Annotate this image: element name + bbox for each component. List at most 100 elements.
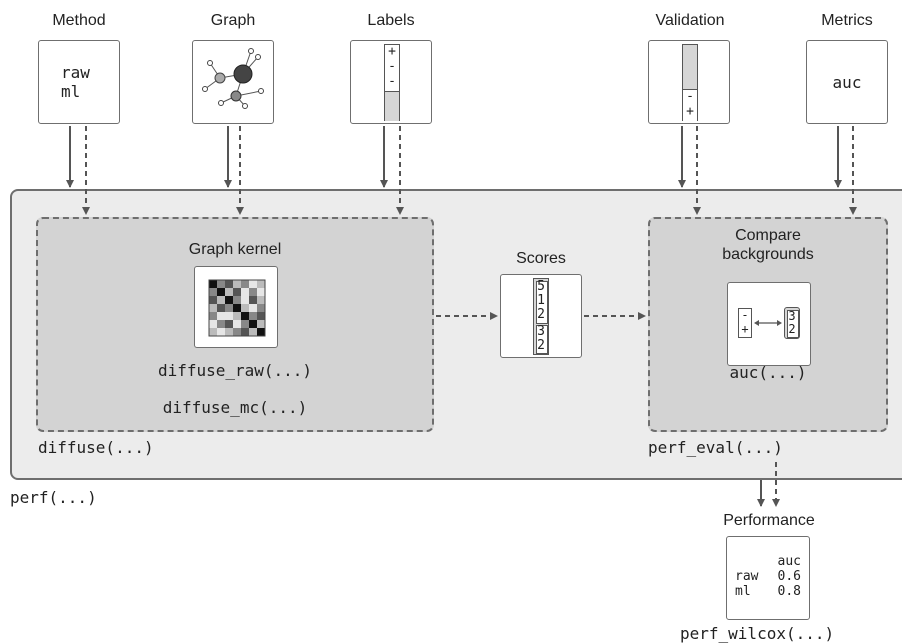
kernel-cell: [249, 296, 257, 304]
kernel-cell: [225, 328, 233, 336]
kernel-cell: [217, 312, 225, 320]
method-raw: raw: [61, 63, 90, 82]
kernel-cell: [217, 304, 225, 312]
label-value-1: +: [388, 44, 396, 59]
kernel-cell: [217, 296, 225, 304]
kernel-cell: [257, 328, 265, 336]
kernel-cell: [225, 320, 233, 328]
kernel-cell: [249, 328, 257, 336]
performance-header: auc: [777, 554, 801, 569]
kernel-cell: [233, 312, 241, 320]
kernel-cell: [257, 312, 265, 320]
compare-label-1: -: [741, 308, 749, 322]
labels-box: + - -: [350, 40, 432, 124]
kernel-cell: [257, 320, 265, 328]
diffuse-mc-func: diffuse_mc(...): [162, 398, 308, 417]
kernel-cell: [225, 288, 233, 296]
kernel-cell: [209, 304, 217, 312]
graph-network-icon: [202, 48, 264, 109]
score-value-4: 3: [537, 324, 545, 339]
labels-vector: + - -: [384, 44, 400, 121]
method-ml: ml: [61, 82, 81, 101]
kernel-cell: [249, 288, 257, 296]
method-box: raw ml: [38, 40, 120, 124]
score-value-5: 2: [537, 338, 545, 353]
validation-title: Validation: [655, 12, 725, 29]
perf-eval-panel: Compare backgrounds - + 3 2 auc(...): [648, 217, 888, 432]
score-value-3: 2: [537, 307, 545, 322]
diffuse-panel: Graph kernel diffuse_raw(...) diffuse_mc…: [36, 217, 434, 432]
kernel-cell: [249, 304, 257, 312]
validation-value-2: +: [686, 104, 694, 119]
graph-box: [192, 40, 274, 124]
kernel-cell: [209, 280, 217, 288]
compare-title-line1: Compare: [735, 227, 801, 244]
compare-label-2: +: [741, 322, 749, 336]
kernel-cell: [209, 320, 217, 328]
kernel-cell: [249, 312, 257, 320]
compare-title-line2: backgrounds: [722, 246, 814, 263]
kernel-cell: [217, 288, 225, 296]
compare-score-1: 3: [788, 309, 796, 323]
kernel-cell: [233, 320, 241, 328]
compare-scores-vector: 3 2: [784, 307, 800, 339]
diffuse-raw-func: diffuse_raw(...): [157, 361, 313, 380]
score-value-1: 5: [537, 279, 545, 294]
perf-label: perf(...): [10, 488, 97, 507]
kernel-box: [194, 266, 278, 348]
scores-title: Scores: [516, 250, 566, 267]
performance-row-2-method: ml: [735, 584, 751, 599]
perf-wilcox-func: perf_wilcox(...): [680, 624, 835, 643]
kernel-cell: [257, 296, 265, 304]
validation-box: - +: [648, 40, 730, 124]
kernel-cell: [257, 304, 265, 312]
label-value-2: -: [388, 59, 396, 74]
kernel-border: [208, 279, 266, 337]
metrics-box: auc: [806, 40, 888, 124]
method-title: Method: [52, 12, 106, 29]
compare-score-2: 2: [788, 322, 796, 336]
kernel-cell: [241, 280, 249, 288]
kernel-cell: [233, 328, 241, 336]
kernel-cell: [217, 320, 225, 328]
kernel-cell: [233, 280, 241, 288]
kernel-cell: [241, 328, 249, 336]
kernel-cell: [233, 288, 241, 296]
score-value-2: 1: [537, 293, 545, 308]
kernel-cell: [233, 296, 241, 304]
label-value-3: -: [388, 74, 396, 89]
kernel-cell: [233, 304, 241, 312]
graph-title: Graph: [210, 12, 256, 29]
validation-vector: - +: [682, 44, 698, 121]
labels-title: Labels: [367, 12, 415, 29]
kernel-cell: [241, 312, 249, 320]
performance-row-1-value: 0.6: [777, 569, 801, 584]
kernel-cell: [241, 288, 249, 296]
kernel-matrix-icon: [208, 279, 266, 337]
kernel-cell: [241, 296, 249, 304]
validation-value-1: -: [686, 89, 694, 104]
diffuse-label: diffuse(...): [38, 438, 154, 457]
kernel-cell: [217, 328, 225, 336]
auc-func: auc(...): [729, 363, 807, 382]
metrics-title: Metrics: [821, 12, 873, 29]
kernel-cell: [217, 280, 225, 288]
kernel-cell: [257, 280, 265, 288]
scores-box: 5 1 2 3 2: [500, 274, 582, 358]
kernel-cell: [249, 320, 257, 328]
kernel-cell: [257, 288, 265, 296]
compare-labels-vector: - +: [738, 308, 752, 338]
performance-box: auc raw 0.6 ml 0.8: [726, 536, 810, 620]
kernel-cell: [225, 296, 233, 304]
perf-eval-label: perf_eval(...): [648, 438, 783, 457]
kernel-cell: [225, 312, 233, 320]
double-arrow-icon: [754, 320, 782, 326]
scores-vector: 5 1 2 3 2: [533, 278, 549, 355]
kernel-cell: [241, 320, 249, 328]
kernel-cell: [249, 280, 257, 288]
kernel-cell: [241, 304, 249, 312]
graph-kernel-title: Graph kernel: [188, 241, 282, 258]
kernel-cell: [209, 288, 217, 296]
kernel-cell: [225, 280, 233, 288]
kernel-cell: [209, 328, 217, 336]
